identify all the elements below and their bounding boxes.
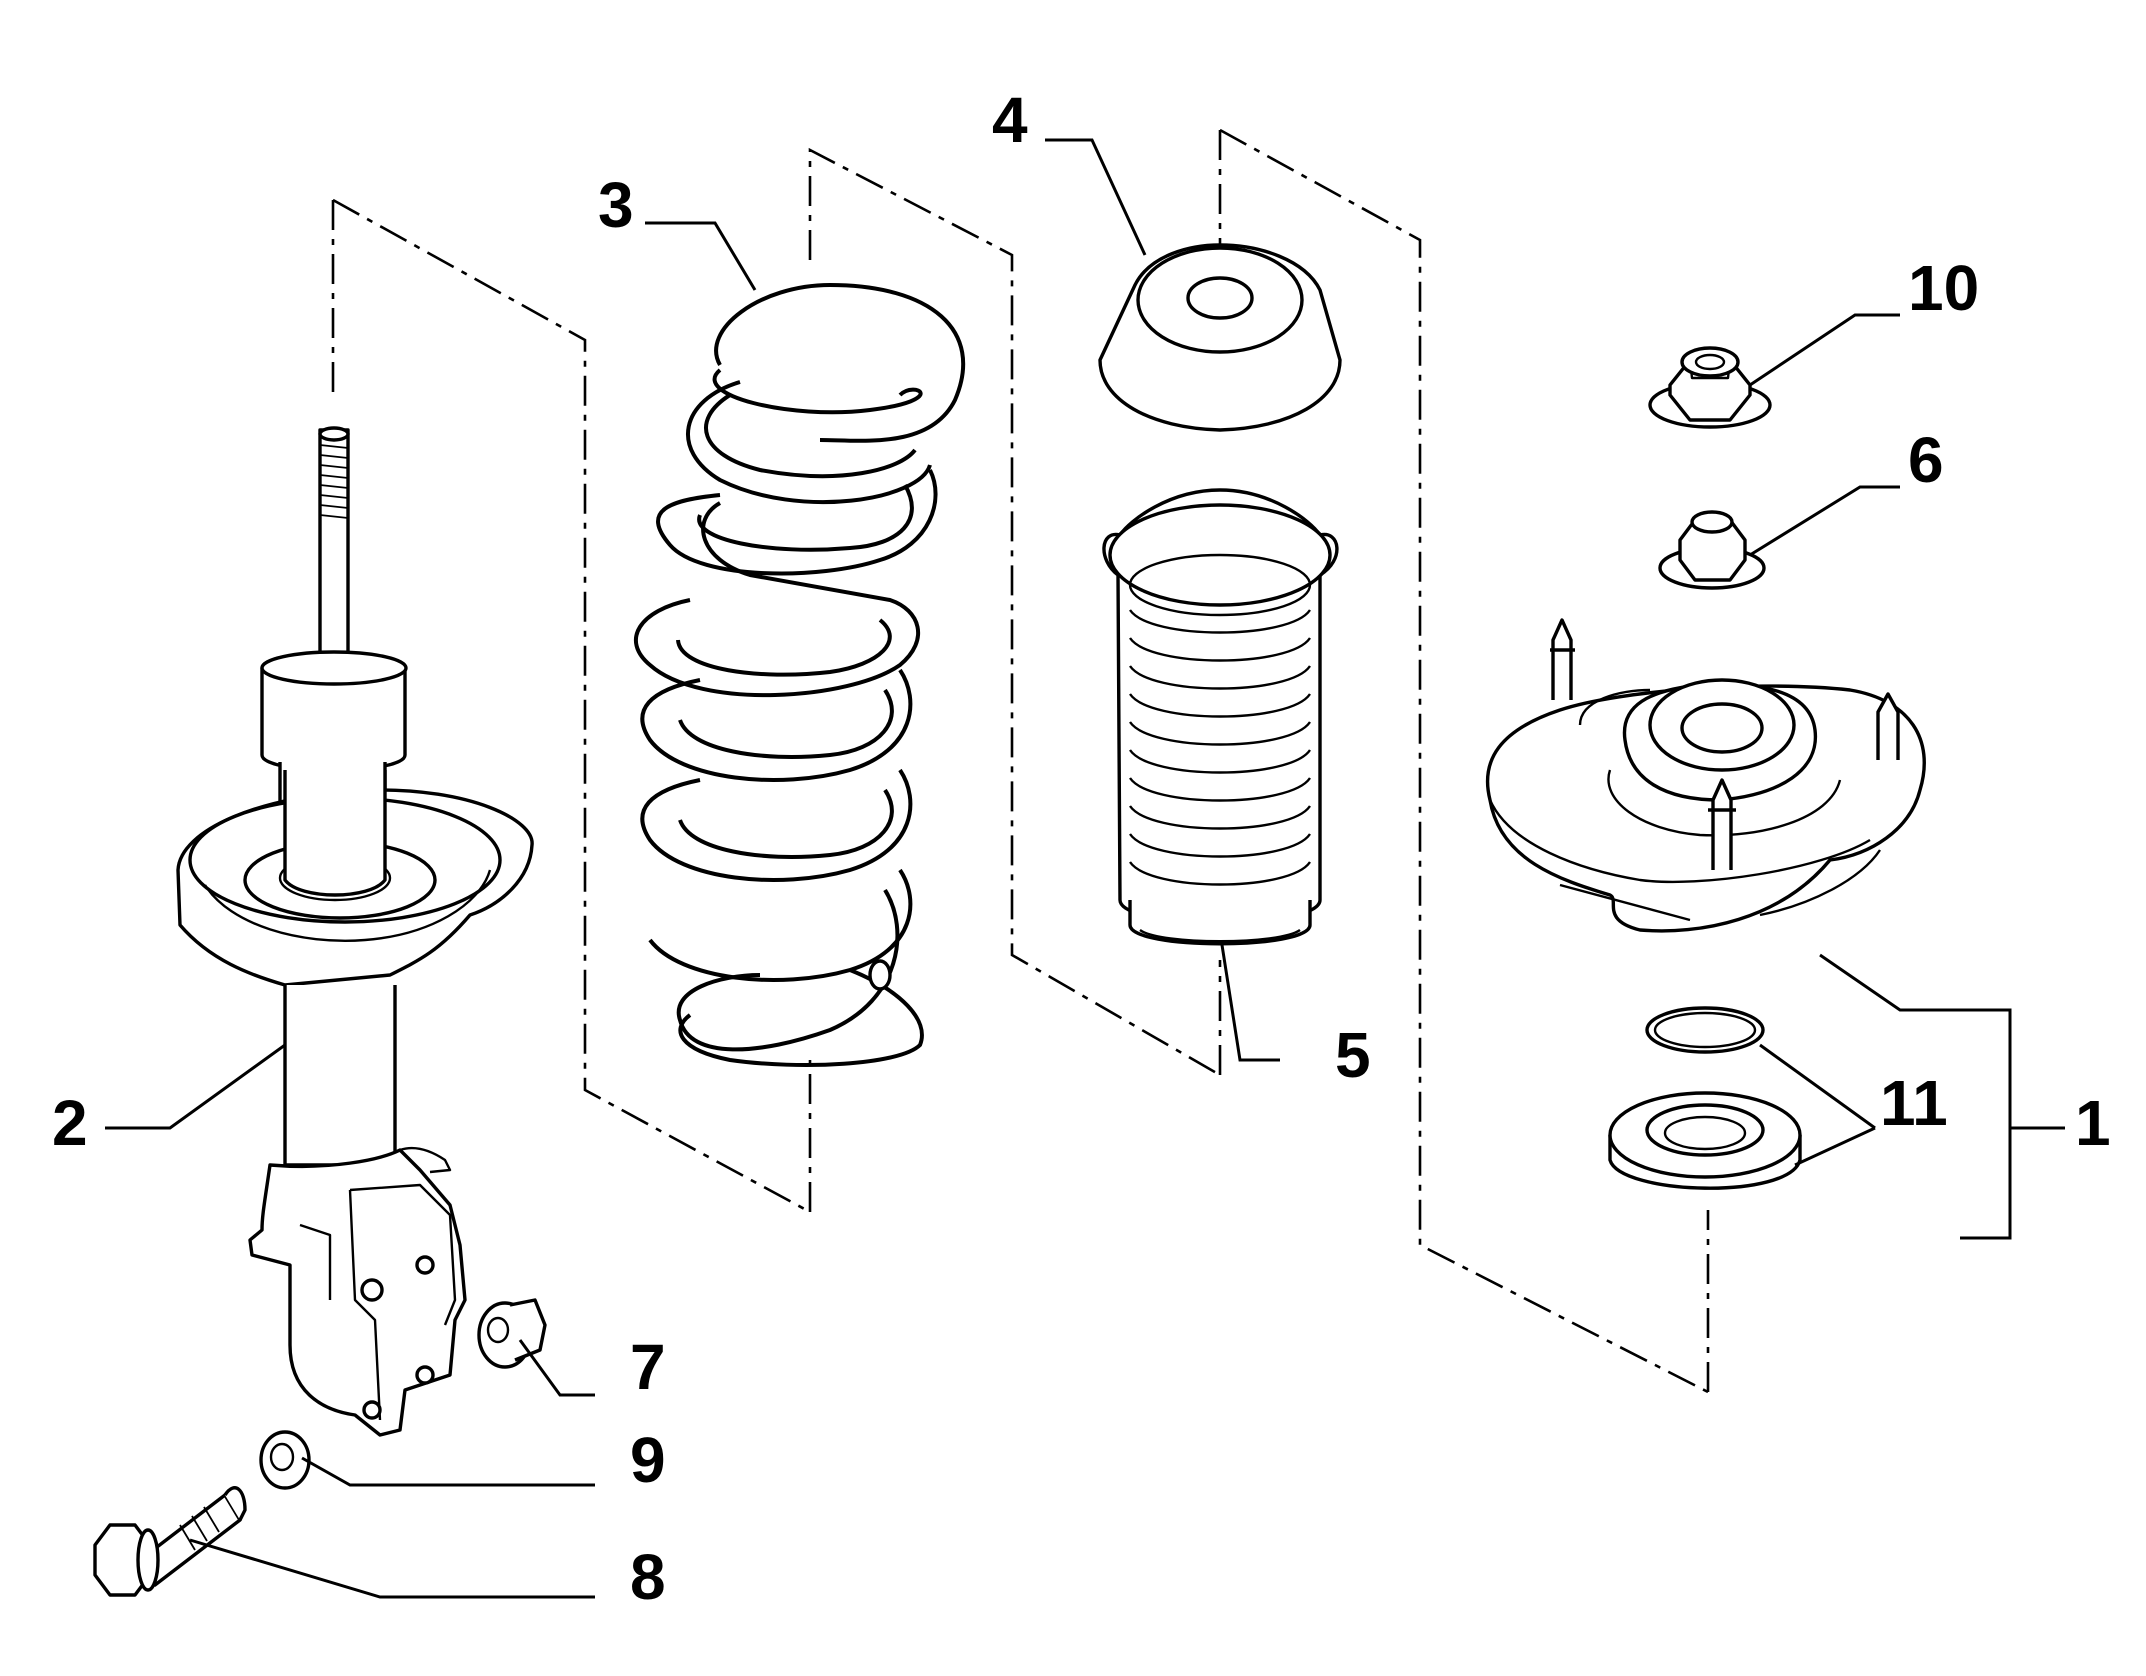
callout-3: 3	[598, 169, 634, 241]
callout-4: 4	[992, 84, 1028, 156]
shock-absorber	[176, 426, 534, 1437]
callout-2: 2	[52, 1087, 88, 1159]
flange-nut-small	[1658, 510, 1766, 590]
bump-stop	[1098, 243, 1342, 432]
flange-nut	[477, 1298, 547, 1369]
callout-5: 5	[1335, 1019, 1371, 1091]
leader-lines	[105, 138, 2065, 1599]
callout-1: 1	[2075, 1087, 2111, 1159]
callout-7: 7	[630, 1331, 666, 1403]
dust-boot	[1102, 488, 1339, 946]
bearing-and-ring	[1608, 1006, 1802, 1190]
washer	[259, 1430, 311, 1490]
lock-nut	[1648, 346, 1772, 429]
bolt	[93, 1486, 247, 1597]
callout-11: 11	[1880, 1067, 1948, 1139]
coil-spring	[633, 283, 966, 1067]
callout-6: 6	[1908, 424, 1944, 496]
callout-8: 8	[630, 1541, 666, 1613]
callout-9: 9	[630, 1424, 666, 1496]
callout-10: 10	[1908, 252, 1979, 324]
strut-mount-assembly	[1485, 618, 1926, 933]
callout-labels: 1 2 3 4 5 6 7 8 9 10 11	[52, 84, 2111, 1613]
